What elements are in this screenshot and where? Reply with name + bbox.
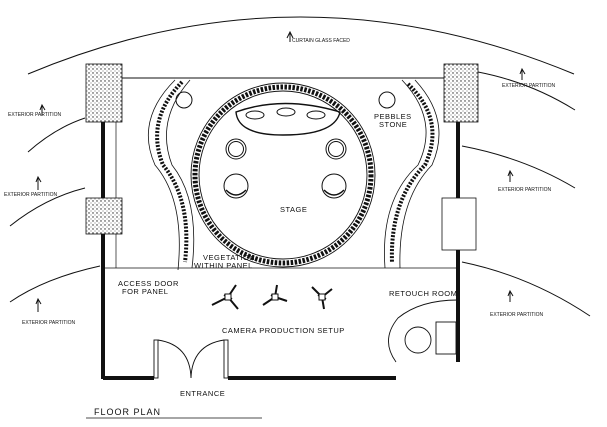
exterior-partition-label-right-2: EXTERIOR PARTITION <box>498 187 552 193</box>
arrow-curtain <box>286 30 294 42</box>
arrow-left-1 <box>39 103 46 116</box>
arrow-right-2 <box>507 169 514 182</box>
exterior-partition-label-left-3: EXTERIOR PARTITION <box>22 320 76 326</box>
stage-outer-ring <box>190 82 376 268</box>
partition-arc-right-3 <box>461 261 591 317</box>
vegetation-right-outer <box>384 79 427 269</box>
partition-arc-left-3 <box>9 265 101 303</box>
column-top-right <box>443 63 479 123</box>
partition-arc-right-1 <box>477 71 576 111</box>
stage-pebble-ring <box>192 84 374 266</box>
arrow-left-2 <box>35 175 42 190</box>
building-walls <box>101 66 477 380</box>
column-mid-left <box>85 197 123 235</box>
tripod-3 <box>311 286 333 310</box>
stool-left <box>225 138 247 160</box>
retouch-desk <box>435 321 457 355</box>
pebbles-label-line-1: PEBBLES <box>374 112 412 121</box>
vegetation-right-fill <box>389 82 435 263</box>
vegetation-left-outer <box>148 79 180 271</box>
structural-columns <box>85 63 479 235</box>
retouch-room <box>388 299 459 363</box>
stage-inner-ring <box>198 90 368 260</box>
curtain-glass-label: CURTAIN GLASS FACED <box>292 38 350 44</box>
chair-left <box>223 173 249 199</box>
arrow-left-3 <box>35 297 42 312</box>
vegetation-left-inner <box>166 79 195 269</box>
arrow-right-3 <box>507 289 514 302</box>
column-top-left <box>85 63 123 123</box>
camera-setup-label: CAMERA PRODUCTION SETUP <box>222 326 345 335</box>
vegetation-label-line-1: VEGETATION <box>203 253 255 262</box>
partition-arc-right-2 <box>461 145 576 189</box>
tripod-2 <box>262 284 288 306</box>
access-door-label-line-2: FOR PANEL <box>122 287 168 296</box>
right-wall-recess <box>441 197 477 251</box>
exterior-partition-label-right-1: EXTERIOR PARTITION <box>502 83 556 89</box>
exterior-partitions <box>9 16 591 317</box>
curtain-glass-arc <box>27 16 575 75</box>
seat-3 <box>306 110 326 120</box>
retouch-table <box>404 326 432 354</box>
camera-tripods <box>211 284 333 310</box>
chair-left-back <box>225 189 247 196</box>
stool-left-inner <box>228 141 244 157</box>
chair-right-back <box>323 189 345 196</box>
seat-1 <box>245 110 265 120</box>
vegetation-label-line-2: WITHIN PANEL <box>194 261 253 270</box>
exterior-partition-label-right-3: EXTERIOR PARTITION <box>490 312 544 318</box>
planter-left <box>175 91 193 109</box>
exterior-partition-label-left-2: EXTERIOR PARTITION <box>4 192 58 198</box>
door-right-swing <box>190 339 225 379</box>
stool-right <box>325 138 347 160</box>
partition-arc-left-2 <box>9 187 86 227</box>
door-right-leaf <box>223 339 229 379</box>
exterior-partition-label-left-1: EXTERIOR PARTITION <box>8 112 62 118</box>
pebbles-label-line-2: STONE <box>379 120 407 129</box>
door-left-leaf <box>153 339 159 379</box>
vegetation-right-inner <box>399 79 440 269</box>
plan-title: FLOOR PLAN <box>94 407 161 417</box>
planter-right <box>378 91 396 109</box>
tripod-1 <box>211 284 239 310</box>
entrance-doors <box>153 339 229 379</box>
door-left-swing <box>157 339 192 379</box>
access-door-label-line-1: ACCESS DOOR <box>118 279 179 288</box>
entrance-label: ENTRANCE <box>180 389 225 398</box>
stool-right-inner <box>328 141 344 157</box>
chair-right <box>321 173 347 199</box>
vegetation-panels <box>148 79 440 271</box>
arrow-right-1 <box>519 67 526 80</box>
partition-arc-left-1 <box>27 117 86 153</box>
stage-label: STAGE <box>280 205 307 214</box>
retouch-room-label: RETOUCH ROOM <box>389 289 457 298</box>
retouch-room-curve <box>388 299 459 363</box>
stage-seating-curve <box>235 102 341 136</box>
seat-2 <box>276 107 296 117</box>
stage-area <box>175 82 396 268</box>
